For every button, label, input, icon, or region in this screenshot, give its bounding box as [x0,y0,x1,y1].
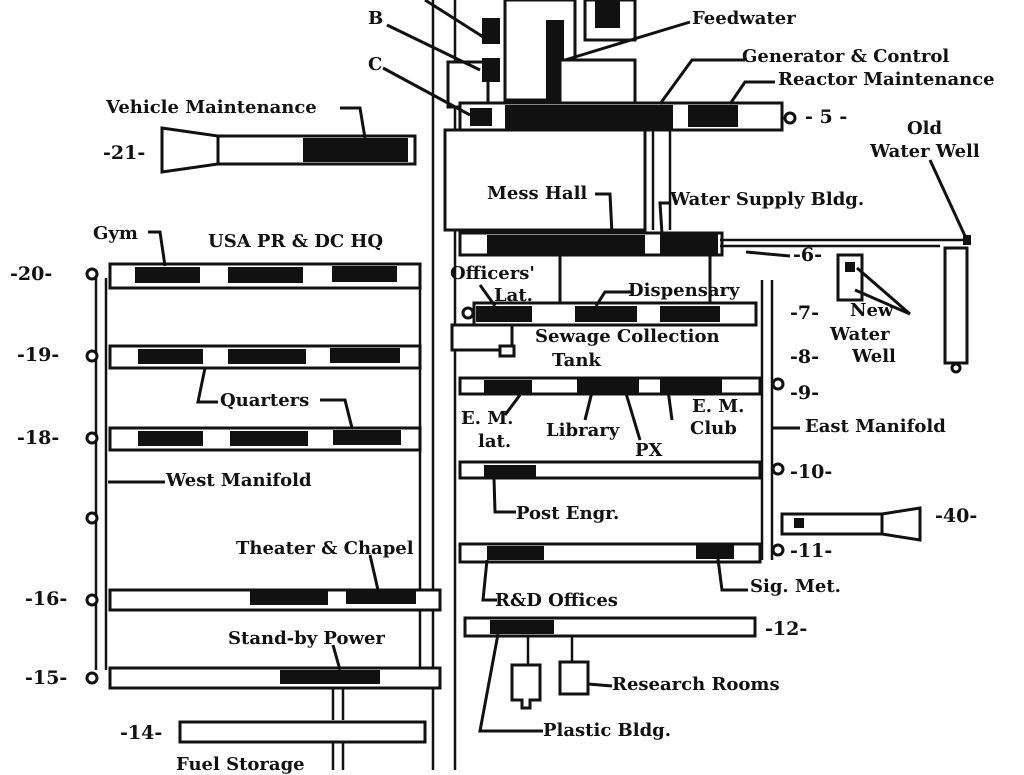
label-new-water-well-line3: Well [852,346,896,367]
tunnel-11 [458,542,785,564]
tunnel-15 [85,666,442,690]
label-old-water-well-line2: Water Well [870,141,980,162]
label-px: PX [635,440,663,461]
mess-hall-block [443,128,971,305]
tunnel-number-18: -18- [17,427,60,449]
label-library: Library [546,420,620,441]
tunnel-number-8: -8- [790,346,819,368]
label-west-manifold: West Manifold [166,470,312,491]
label-generator-control: Generator & Control [742,46,950,67]
leader-lines [108,0,967,733]
label-b: B [368,8,384,29]
main-trench [431,0,457,770]
fuel-storage [331,688,345,770]
tunnel-number-11: -11- [790,540,833,562]
label-sewage-collection: Sewage Collection [535,326,720,347]
label-east-manifold: East Manifold [805,416,946,437]
tunnel-19 [85,344,422,370]
label-em-lat-line1: E. M. [461,408,514,429]
label-theater-chapel: Theater & Chapel [236,538,414,559]
label-post-engr: Post Engr. [516,503,620,524]
label-em-lat-line2: lat. [478,431,512,452]
label-rd-offices: R&D Offices [495,590,618,611]
reactor-area [446,0,797,132]
label-usa-pr-dc-hq: USA PR & DC HQ [208,231,384,252]
tunnel-7 [450,301,758,358]
tunnel-14 [178,720,427,744]
east-manifold-lines [760,280,774,560]
label-vehicle-maintenance: Vehicle Maintenance [106,97,317,118]
tunnel-number-15: -15- [25,667,68,689]
label-reactor-maintenance: Reactor Maintenance [778,69,995,90]
label-mess-hall: Mess Hall [487,183,588,204]
tunnel-21 [160,126,417,174]
tunnel-40 [780,506,922,542]
label-new-water-well-line1: New [850,300,894,321]
tunnel-9 [458,376,785,396]
tunnel-12 [463,616,757,710]
tunnel-number-9: -9- [790,382,819,404]
label-em-club-line1: E. M. [692,396,745,417]
tunnel-10 [458,460,785,480]
tunnel-number-6: -6- [793,244,822,266]
label-new-water-well-line2: Water [830,324,890,345]
tunnel-16 [85,588,442,612]
label-research-rooms: Research Rooms [612,674,780,695]
label-standby-power: Stand-by Power [228,628,385,649]
label-old-water-well-line1: Old [907,118,943,139]
label-fuel-storage: Fuel Storage [176,754,305,775]
label-feedwater: Feedwater [692,8,796,29]
tunnel-number-19: -19- [17,344,60,366]
tunnel-number-5: - 5 - [805,106,848,128]
label-em-club-line2: Club [690,418,737,439]
label-dispensary: Dispensary [628,280,740,301]
label-sewage-tank: Tank [552,350,601,371]
label-plastic-bldg: Plastic Bldg. [543,720,672,741]
label-water-supply-bldg: Water Supply Bldg. [670,189,865,210]
tunnel-number-14: -14- [120,722,163,744]
label-officers-lat-line1: Officers' [450,263,535,284]
tunnel-number-10: -10- [790,461,833,483]
tunnel-number-21: -21- [103,142,146,164]
west-manifold-valve [85,511,99,525]
tunnel-number-40: -40- [935,505,978,527]
label-c: C [368,54,383,75]
tunnel-number-7: -7- [790,302,819,324]
tunnel-number-20: -20- [10,263,53,285]
label-officers-lat-line2: Lat. [494,285,533,306]
tunnel-18 [85,426,422,452]
tunnel-20 [85,262,422,290]
tunnel-number-16: -16- [25,588,68,610]
tunnel-number-12: -12- [765,618,808,640]
label-quarters: Quarters [220,390,310,411]
label-gym: Gym [93,223,138,244]
label-sig-met: Sig. Met. [750,576,841,597]
